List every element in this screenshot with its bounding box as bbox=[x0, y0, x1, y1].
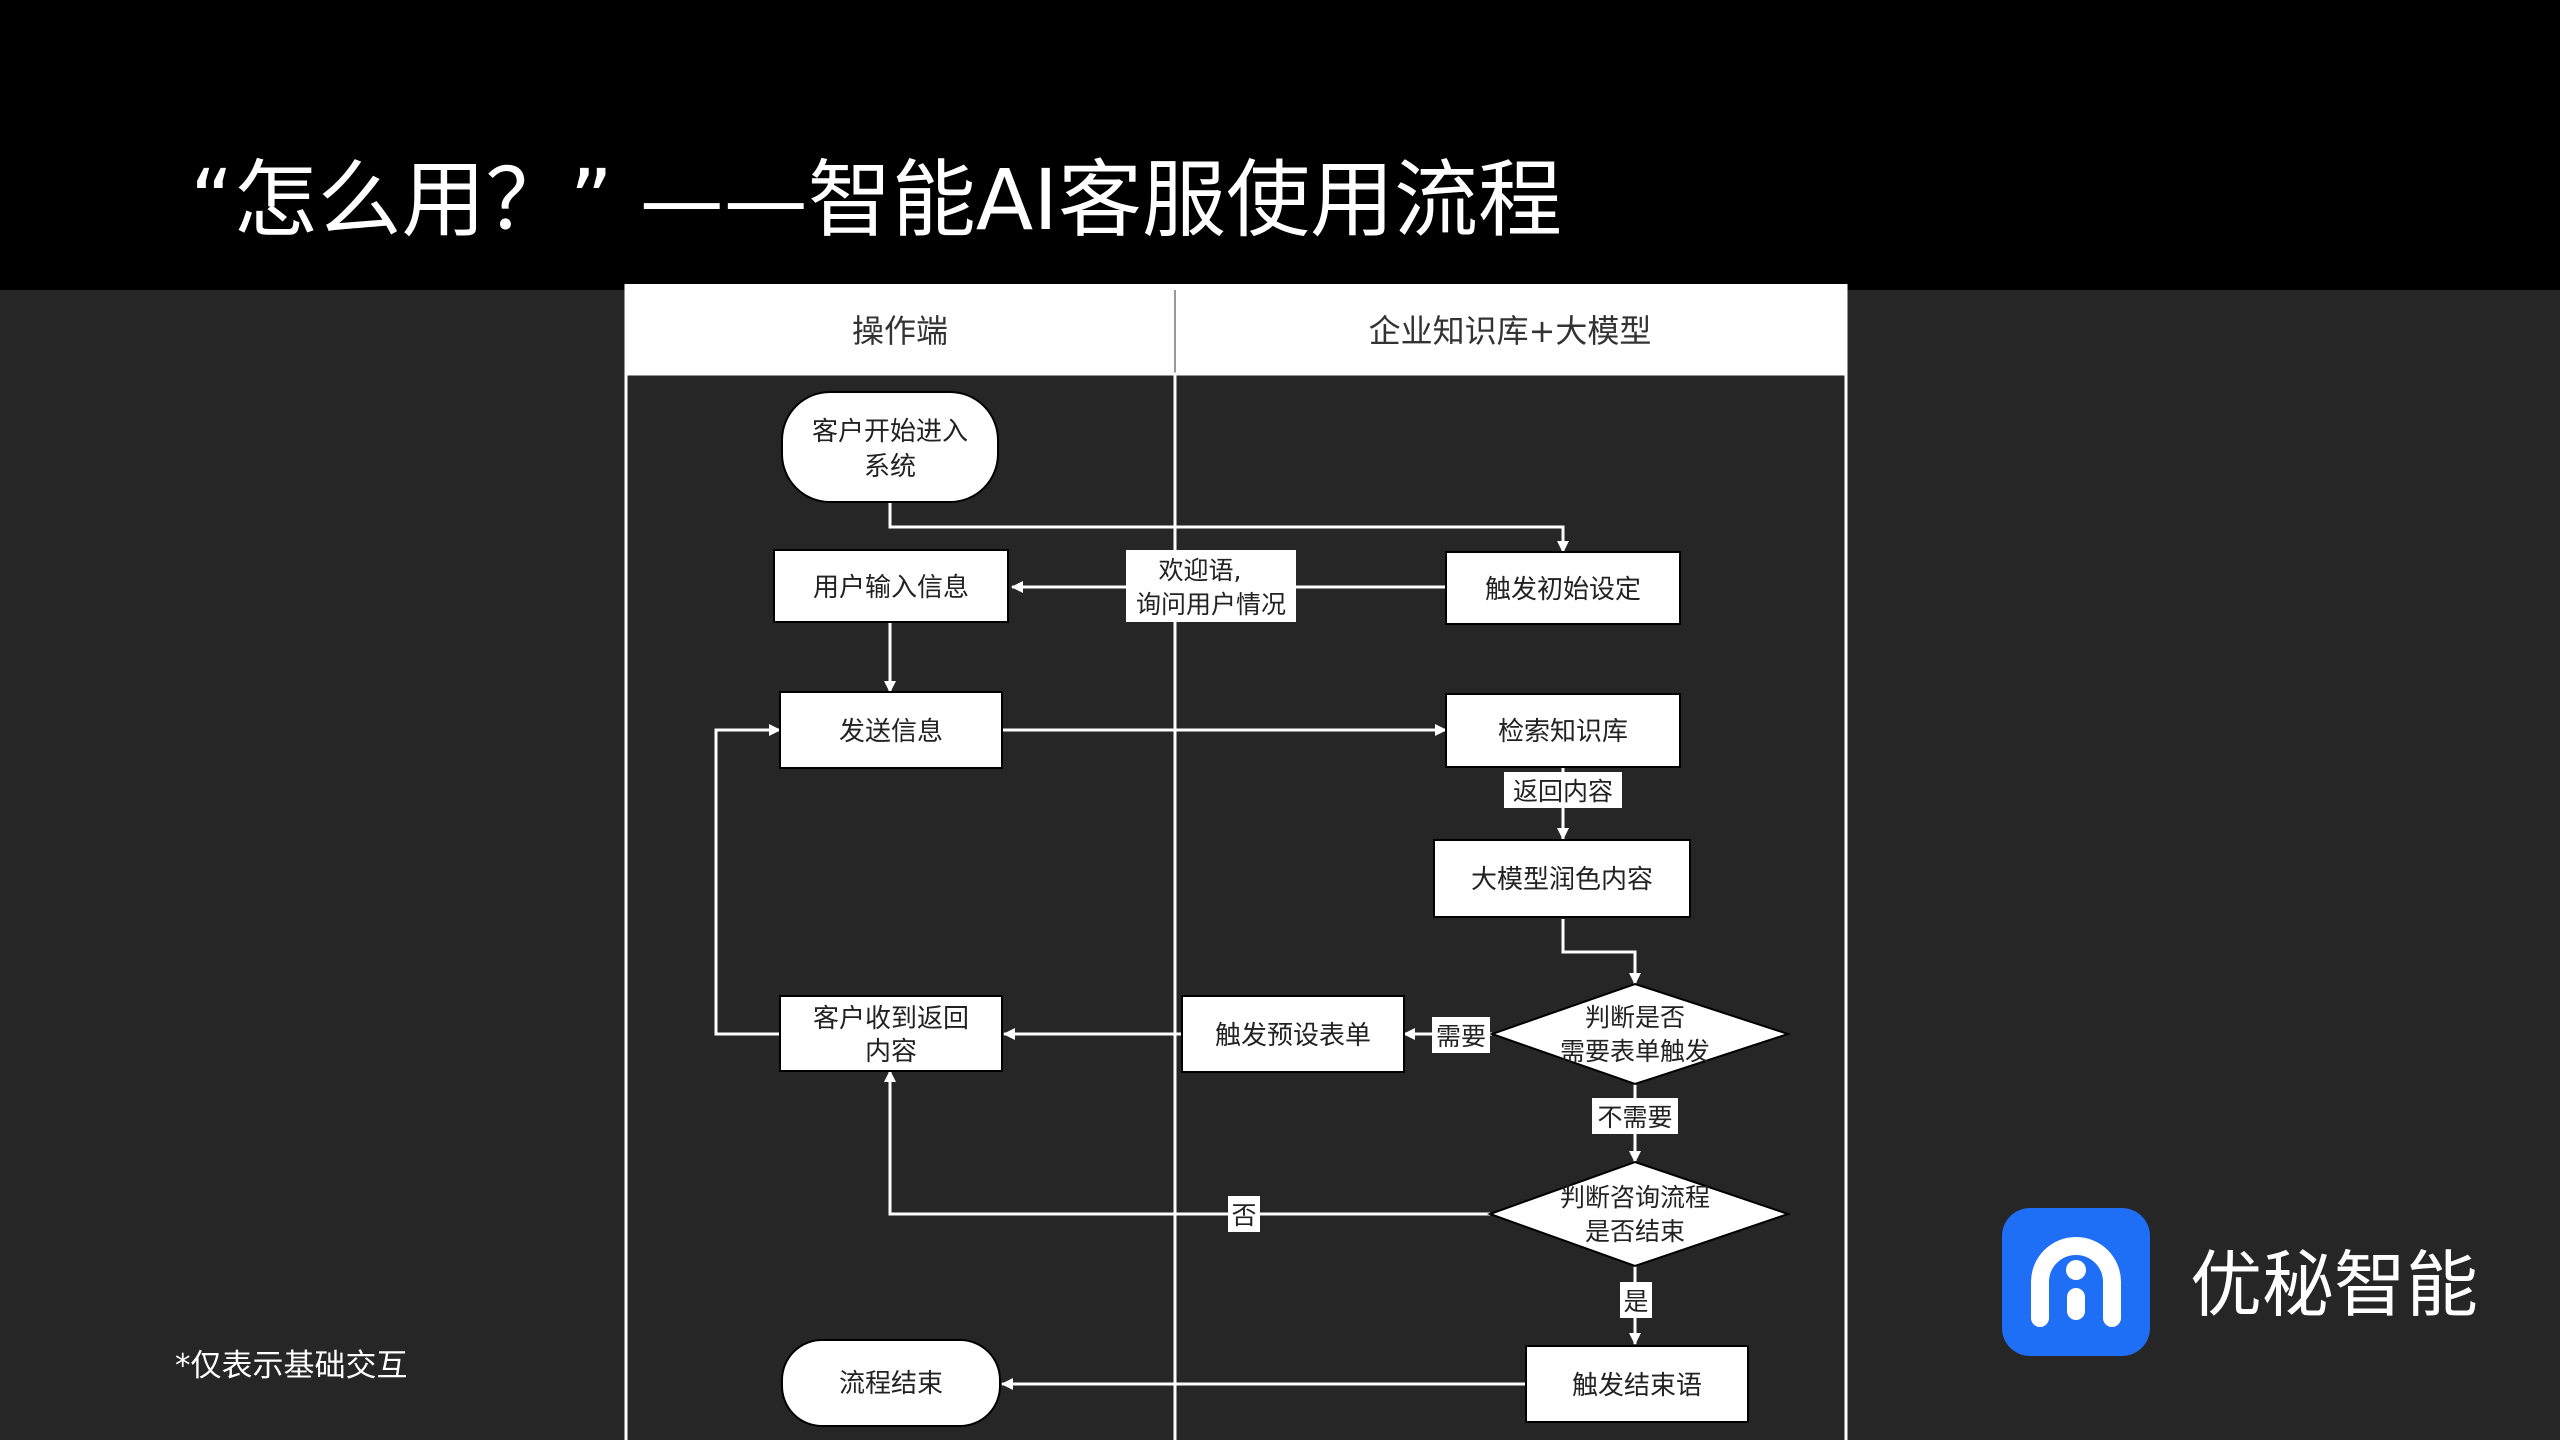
edge-label-need-text: 需要 bbox=[1436, 1022, 1486, 1051]
edge-receive-loop-to-send bbox=[714, 724, 781, 1036]
node-llm-polish-label: 大模型润色内容 bbox=[1471, 865, 1653, 895]
node-search-kb: 检索知识库 bbox=[1445, 693, 1681, 768]
node-judge-form: 判断是否 需要表单触发 bbox=[1488, 982, 1792, 1086]
edge-label-welcome: 欢迎语, 询问用户情况 bbox=[1126, 550, 1296, 622]
node-send-label: 发送信息 bbox=[839, 717, 943, 747]
node-end: 流程结束 bbox=[781, 1339, 1001, 1427]
lane-header-right-band bbox=[1175, 284, 1846, 374]
edge-polish-to-judge-form bbox=[1561, 919, 1641, 985]
edge-label-yes-text: 是 bbox=[1623, 1287, 1648, 1316]
node-judge-form-label-1: 判断是否 bbox=[1585, 1003, 1685, 1032]
m-logo-icon bbox=[2002, 1208, 2150, 1356]
brand-name: 优秘智能 bbox=[2190, 1243, 2479, 1327]
node-end-label: 流程结束 bbox=[839, 1369, 943, 1399]
node-trigger-form-label: 触发预设表单 bbox=[1215, 1021, 1371, 1051]
lane-label-left: 操作端 bbox=[852, 312, 948, 350]
edge-label-not-need-text: 不需要 bbox=[1597, 1103, 1672, 1132]
node-receive: 客户收到返回 内容 bbox=[779, 995, 1003, 1072]
node-trigger-end: 触发结束语 bbox=[1525, 1345, 1749, 1423]
edge-label-return-content-text: 返回内容 bbox=[1513, 777, 1613, 806]
node-trigger-end-label: 触发结束语 bbox=[1572, 1371, 1702, 1401]
node-start: 客户开始进入 系统 bbox=[781, 391, 999, 503]
edge-label-yes: 是 bbox=[1620, 1282, 1652, 1318]
edge-judge-end-to-receive bbox=[884, 1070, 1490, 1216]
edge-label-welcome-2: 询问用户情况 bbox=[1136, 590, 1286, 619]
node-trigger-init: 触发初始设定 bbox=[1445, 551, 1681, 625]
lane-label-right: 企业知识库+大模型 bbox=[1369, 312, 1652, 350]
node-judge-end-label-2: 是否结束 bbox=[1585, 1217, 1685, 1246]
node-llm-polish: 大模型润色内容 bbox=[1433, 839, 1691, 918]
edge-label-return-content: 返回内容 bbox=[1504, 772, 1622, 808]
title-bar bbox=[0, 0, 2560, 290]
node-receive-label-2: 内容 bbox=[865, 1037, 917, 1067]
flowchart: 操作端 企业知识库+大模型 客户开始进入 系统 用户输入信息 发送信息 客户收到… bbox=[624, 284, 1848, 1440]
node-receive-label-1: 客户收到返回 bbox=[813, 1004, 969, 1034]
node-send: 发送信息 bbox=[779, 691, 1003, 769]
slide-title: “怎么用？” ——智能AI客服使用流程 bbox=[190, 151, 1562, 249]
footnote: *仅表示基础交互 bbox=[175, 1348, 408, 1384]
edge-label-no: 否 bbox=[1228, 1196, 1260, 1232]
node-trigger-form: 触发预设表单 bbox=[1181, 995, 1405, 1073]
node-start-label-2: 系统 bbox=[864, 452, 916, 482]
node-judge-end: 判断咨询流程 是否结束 bbox=[1487, 1160, 1792, 1268]
edge-label-not-need: 不需要 bbox=[1592, 1098, 1678, 1134]
edge-label-no-text: 否 bbox=[1231, 1201, 1256, 1230]
edge-label-need: 需要 bbox=[1432, 1017, 1490, 1053]
node-judge-end-label-1: 判断咨询流程 bbox=[1560, 1183, 1710, 1212]
node-trigger-init-label: 触发初始设定 bbox=[1485, 575, 1641, 605]
node-user-input-label: 用户输入信息 bbox=[813, 573, 969, 603]
edge-start-to-trigger-init bbox=[888, 502, 1569, 553]
node-start-label-1: 客户开始进入 bbox=[812, 417, 968, 447]
node-search-kb-label: 检索知识库 bbox=[1498, 717, 1628, 747]
edge-label-welcome-1: 欢迎语, bbox=[1159, 556, 1242, 585]
node-user-input: 用户输入信息 bbox=[773, 549, 1009, 623]
node-judge-form-label-2: 需要表单触发 bbox=[1560, 1037, 1710, 1066]
